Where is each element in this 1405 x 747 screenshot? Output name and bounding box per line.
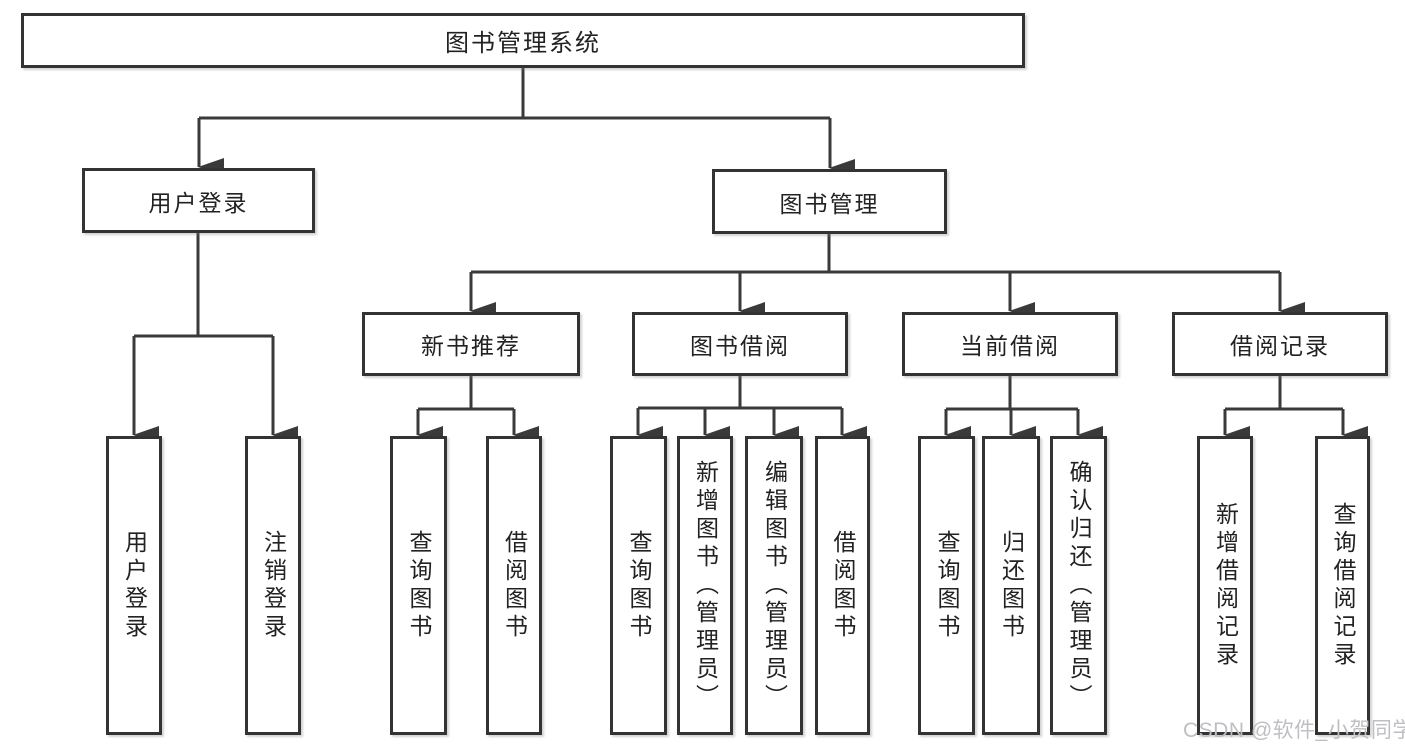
leaf-edit-book-admin-label: 编辑图书（管理员） <box>761 459 788 712</box>
node-book-management-label: 图书管理 <box>779 190 880 217</box>
leaf-query-book-1-label: 查询图书 <box>406 529 432 642</box>
leaf-query-borrow-record: 查询借阅记录 <box>1315 436 1370 735</box>
node-user-login: 用户登录 <box>82 168 315 233</box>
leaf-borrow-book-2-label: 借阅图书 <box>830 529 856 642</box>
leaf-return-book-label: 归还图书 <box>998 529 1025 642</box>
leaf-return-book: 归还图书 <box>982 436 1040 735</box>
leaf-borrow-book-1: 借阅图书 <box>486 436 542 735</box>
node-new-book-recommend-label: 新书推荐 <box>421 333 521 359</box>
leaf-edit-book-admin: 编辑图书（管理员） <box>745 436 803 735</box>
leaf-query-book-2: 查询图书 <box>610 436 667 735</box>
leaf-query-book-2-label: 查询图书 <box>626 529 652 642</box>
node-book-management: 图书管理 <box>712 169 947 234</box>
node-new-book-recommend: 新书推荐 <box>362 312 580 376</box>
leaf-borrow-book-1-label: 借阅图书 <box>501 529 528 642</box>
node-root-label: 图书管理系统 <box>445 30 601 57</box>
leaf-logout: 注销登录 <box>245 436 301 735</box>
leaf-query-borrow-record-label: 查询借阅记录 <box>1330 501 1356 670</box>
leaf-borrow-book-2: 借阅图书 <box>815 436 870 735</box>
leaf-user-login-label: 用户登录 <box>121 529 148 642</box>
node-borrow-record: 借阅记录 <box>1172 312 1388 376</box>
leaf-confirm-return-admin-label: 确认归还（管理员） <box>1066 459 1092 712</box>
node-root-system: 图书管理系统 <box>21 13 1025 68</box>
node-current-borrow: 当前借阅 <box>902 312 1118 376</box>
leaf-add-book-admin: 新增图书（管理员） <box>677 436 733 735</box>
node-current-borrow-label: 当前借阅 <box>960 333 1060 359</box>
leaf-user-login: 用户登录 <box>106 436 162 735</box>
leaf-add-book-admin-label: 新增图书（管理员） <box>692 459 719 712</box>
node-book-borrow: 图书借阅 <box>632 312 848 376</box>
node-book-borrow-label: 图书借阅 <box>690 333 790 359</box>
leaf-query-book-3: 查询图书 <box>918 436 975 735</box>
node-user-login-label: 用户登录 <box>148 189 249 216</box>
leaf-logout-label: 注销登录 <box>260 529 287 642</box>
csdn-watermark: CSDN @软件_小贺同学 <box>1183 719 1405 742</box>
leaf-query-book-1: 查询图书 <box>390 436 447 735</box>
leaf-confirm-return-admin: 确认归还（管理员） <box>1050 436 1107 735</box>
leaf-add-borrow-record-label: 新增借阅记录 <box>1212 501 1239 670</box>
node-borrow-record-label: 借阅记录 <box>1230 333 1330 359</box>
leaf-query-book-3-label: 查询图书 <box>934 529 960 642</box>
leaf-add-borrow-record: 新增借阅记录 <box>1197 436 1253 735</box>
